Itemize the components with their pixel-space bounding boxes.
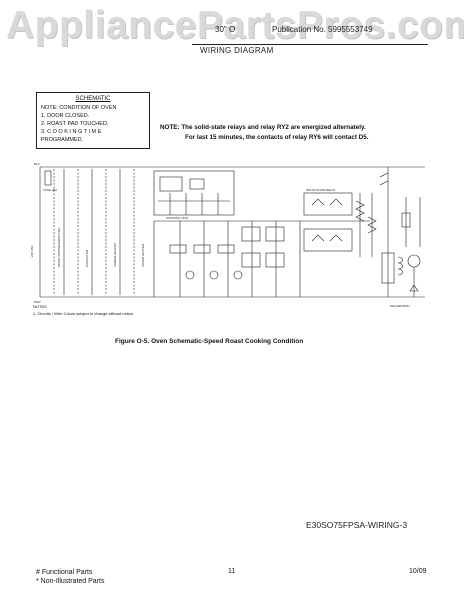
schematic-line: 2. ROAST PAD TOUCHED. [41, 121, 109, 127]
model-number-partial: 30" O [215, 25, 236, 34]
label-fuse: FUSE 20A [43, 188, 57, 192]
figure-caption: Figure O-5. Oven Schematic-Speed Roast C… [115, 338, 304, 345]
section-title: WIRING DIAGRAM [200, 46, 274, 55]
convection-motor-icon [233, 270, 243, 280]
footer-legend: # Functional Parts * Non-Illustrated Par… [36, 568, 104, 586]
header-divider [192, 44, 428, 45]
label-wht: WHT [34, 300, 41, 304]
label-upper-heater: UPPER HEATER [141, 243, 145, 267]
footer-date: 10/09 [409, 568, 427, 575]
relay-note: NOTE: The solid-state relays and relay R… [160, 123, 368, 143]
footer-functional-parts: # Functional Parts [36, 569, 93, 576]
door-switch-icon [379, 172, 389, 186]
label-capacitor: CAPACITOR [85, 249, 89, 267]
heater-element-icon [355, 200, 365, 222]
schematic-line: PROGRAMMED. [41, 137, 84, 143]
page-number: 11 [228, 568, 236, 575]
label-blk: BLK [34, 162, 40, 166]
turntable-motor-icon [185, 270, 195, 280]
fuse-icon [44, 170, 52, 186]
label-lower-heater: LOWER HEATER [113, 242, 117, 267]
label-noise-filter: NOISE SUPPRESSION COIL [57, 227, 61, 267]
fan-motor-icon [209, 270, 219, 280]
schematic-legend-title: SCHEMATIC [75, 96, 111, 102]
label-magnetron: MAGNETRON [390, 304, 410, 308]
watermark-logo: AppliancePartsPros.com [6, 4, 464, 47]
magnetron-icon [407, 254, 421, 268]
schematic-line: NOTE: CONDITION OF OVEN [41, 105, 117, 111]
footer-non-illustrated-parts: * Non-Illustrated Parts [36, 578, 105, 585]
control-unit-box [153, 170, 235, 216]
label-control-unit: CONTROL UNIT [166, 216, 189, 220]
publication-number: Publication No. 5995553749 [272, 25, 373, 34]
solid-state-relay-upper [303, 192, 353, 216]
schematic-legend-box: SCHEMATIC NOTE: CONDITION OF OVEN 1. DOO… [36, 92, 150, 149]
notes-header: NOTES [33, 304, 47, 309]
document-id: E30SO75FPSA-WIRING-3 [306, 520, 408, 530]
solid-state-relay-lower [303, 228, 353, 252]
schematic-line: 3. C O O K I N G T I M E [41, 129, 102, 135]
relay-note-line-2: For last 15 minutes, the contacts of rel… [185, 134, 369, 141]
label-voltage: 240 VAC [30, 244, 34, 257]
schematic-line: 1. DOOR CLOSED. [41, 113, 90, 119]
wiring-schematic-diagram: BLK WHT FUSE 20A CONTROL UNIT SOLID-STAT… [30, 162, 425, 308]
label-ss-relay: SOLID-STATE RELAY [306, 188, 336, 192]
notes-text: 1. Circuits / Wire Colors subject to cha… [33, 311, 135, 316]
relay-note-line-1: NOTE: The solid-state relays and relay R… [160, 124, 366, 131]
